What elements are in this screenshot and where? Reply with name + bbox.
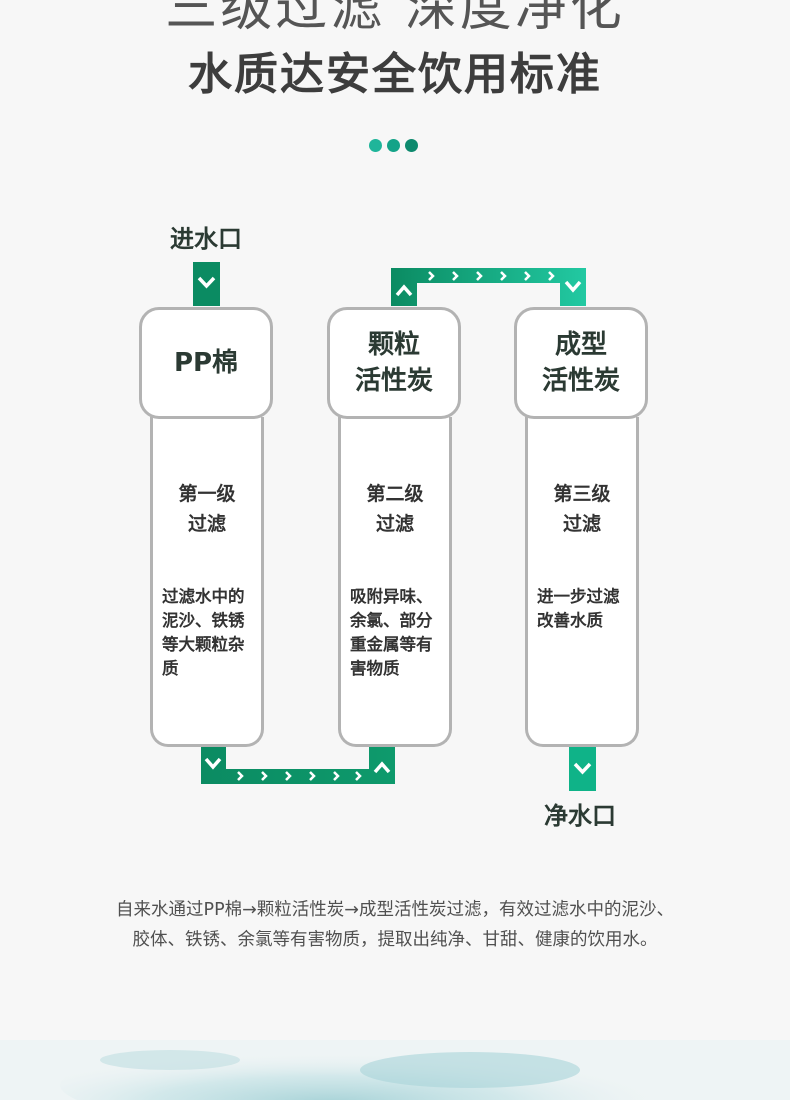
headline-primary: 三级过滤 深度净化 [165,0,625,38]
top-connector-pipe [391,268,586,306]
stage-2-level-line1: 第二级 [366,483,424,505]
stage-3-name-line1: 成型 [554,330,607,360]
stage-2-level-line2: 过滤 [375,513,414,535]
dot-3 [405,139,418,152]
stage-2-name-line2: 活性炭 [354,366,433,396]
stage-3-level-line1: 第三级 [553,483,611,505]
water-splash-image [0,1040,790,1100]
stage-2-cap: 颗粒 活性炭 [327,307,461,419]
stage-2-description: 吸附异味、余氯、部分重金属等有害物质 [350,587,433,678]
stage-2-level: 第二级 过滤 [341,479,449,539]
stage-2-name-line1: 颗粒 [367,330,420,360]
down-arrow-icon [564,280,582,293]
outlet-label: 净水口 [544,802,616,830]
up-arrow-icon-2 [373,761,391,774]
stage-2-cartridge: 第二级 过滤 吸附异味、余氯、部分重金属等有害物质 [338,417,452,747]
top-chevrons-icon [428,271,555,281]
stage-3-description: 进一步过滤改善水质 [537,587,620,630]
stage-3-level: 第三级 过滤 [528,479,636,539]
headline-secondary: 水质达安全饮用标准 [188,49,602,100]
stage-3-cartridge: 第三级 过滤 进一步过滤改善水质 [525,417,639,747]
outlet-arrow-icon [573,762,592,775]
stage-1-cartridge: 第一级 过滤 过滤水中的泥沙、铁锈等大颗粒杂质 [150,417,264,747]
stage-1-name-line1: PP棉 [173,348,239,378]
bottom-chevrons-icon [237,771,362,781]
stage-1-level: 第一级 过滤 [153,479,261,539]
up-arrow-icon [395,284,413,297]
footer-line-1: 自来水通过PP棉→颗粒活性炭→成型活性炭过滤，有效过滤水中的泥沙、 [116,900,674,920]
dot-1 [369,139,382,152]
stage-1-level-line2: 过滤 [187,513,226,535]
bottom-connector-pipe [201,747,395,784]
down-arrow-icon-2 [204,757,222,770]
stage-1-level-line1: 第一级 [178,483,236,505]
stage-1-description: 过滤水中的泥沙、铁锈等大颗粒杂质 [162,587,245,678]
footer-line-2: 胶体、铁锈、余氯等有害物质，提取出纯净、甘甜、健康的饮用水。 [132,930,658,950]
stage-3-level-line2: 过滤 [562,513,601,535]
outlet-pipe [569,747,596,791]
decorative-dots [369,139,418,152]
inlet-arrow-icon [197,276,216,289]
footer-description: 自来水通过PP棉→颗粒活性炭→成型活性炭过滤，有效过滤水中的泥沙、 胶体、铁锈、… [0,895,790,955]
stage-3-cap: 成型 活性炭 [514,307,648,419]
dot-2 [387,139,400,152]
stage-1-cap: PP棉 [139,307,273,419]
stage-3-name-line2: 活性炭 [541,366,620,396]
inlet-label: 进水口 [170,225,242,253]
